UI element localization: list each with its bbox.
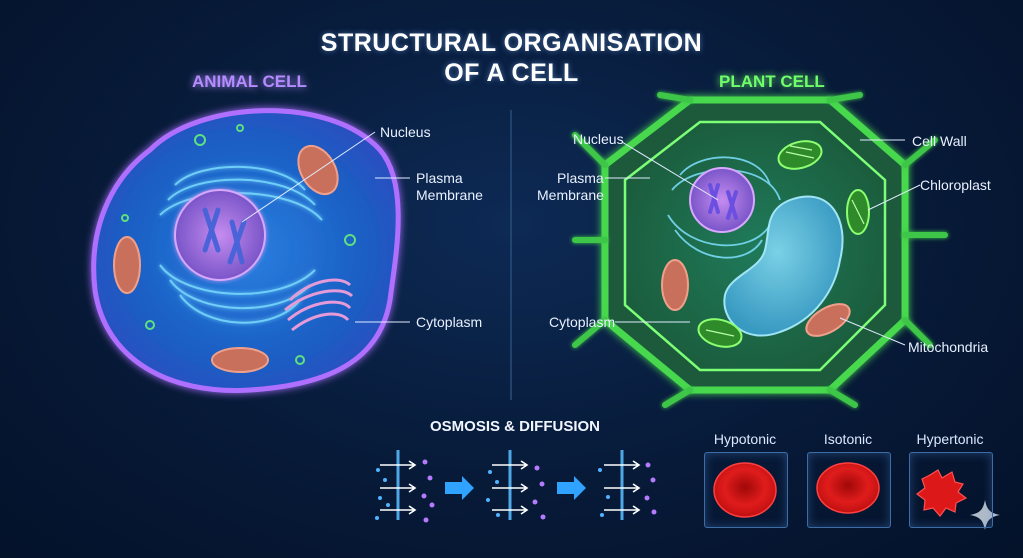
animal-mitochondria xyxy=(113,144,339,373)
osmosis-diagram xyxy=(375,450,657,523)
animal-cell xyxy=(91,108,410,393)
page-title-line2: OF A CELL xyxy=(444,59,579,87)
plant-label-plasma: Plasma xyxy=(557,170,604,186)
animal-vesicles xyxy=(121,124,356,365)
rbc-isotonic xyxy=(816,462,880,514)
plant-label-nucleus: Nucleus xyxy=(573,131,624,147)
rbc-hypotonic xyxy=(713,462,777,518)
plant-cell xyxy=(572,92,948,408)
animal-nucleus xyxy=(174,189,266,281)
plant-vacuole xyxy=(723,195,844,337)
animal-golgi xyxy=(284,278,354,332)
plant-mitochondria xyxy=(661,259,851,337)
hypertonic-label: Hypertonic xyxy=(916,431,984,447)
animal-label-nucleus: Nucleus xyxy=(380,124,431,140)
tonicity-cells xyxy=(713,462,968,518)
plant-label-mitochondria: Mitochondria xyxy=(908,339,989,355)
plant-label-cytoplasm: Cytoplasm xyxy=(549,314,616,330)
plant-label-cellwall: Cell Wall xyxy=(912,133,967,149)
isotonic-label: Isotonic xyxy=(823,431,873,447)
hypotonic-panel xyxy=(704,452,788,528)
hypotonic-label: Hypotonic xyxy=(713,431,777,447)
animal-label-cytoplasm: Cytoplasm xyxy=(416,314,483,330)
plant-cell-heading: PLANT CELL xyxy=(719,72,825,91)
animal-cell-heading: ANIMAL CELL xyxy=(192,72,307,91)
animal-label-membrane: Membrane xyxy=(416,187,483,203)
hypertonic-panel xyxy=(909,452,993,528)
plant-label-chloroplast: Chloroplast xyxy=(920,177,991,193)
rbc-hypertonic xyxy=(916,469,968,517)
plant-label-membrane: Membrane xyxy=(537,187,604,203)
osmosis-title: OSMOSIS & DIFFUSION xyxy=(430,418,601,435)
isotonic-panel xyxy=(807,452,891,528)
page-title-line1: STRUCTURAL ORGANISATION xyxy=(320,29,703,57)
animal-chromosomes xyxy=(202,207,247,265)
plant-nucleus xyxy=(689,167,755,233)
sparkle-icon xyxy=(970,500,1000,530)
animal-label-plasma: Plasma xyxy=(416,170,463,186)
